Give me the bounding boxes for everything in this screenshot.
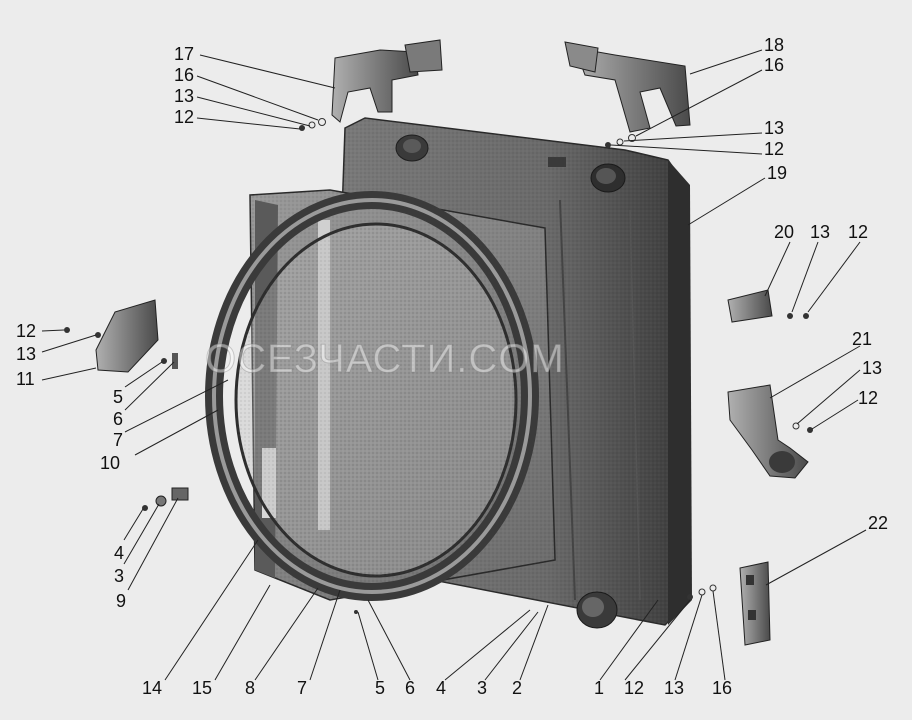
leader-10 — [134, 409, 219, 456]
leader-18 — [689, 49, 763, 75]
callout-18: 18 — [764, 35, 784, 55]
leader-11 — [41, 367, 97, 381]
bracket-17 — [331, 39, 443, 123]
callout-13d: 13 — [862, 358, 882, 378]
callout-7a: 7 — [113, 430, 123, 450]
leader-5a — [124, 361, 163, 388]
callout-10: 10 — [100, 453, 120, 473]
callout-14: 14 — [142, 678, 162, 698]
leader-6a — [124, 361, 175, 411]
callout-13b: 13 — [764, 118, 784, 138]
leader-17 — [199, 54, 336, 89]
callout-22: 22 — [868, 513, 888, 533]
leader-12d — [811, 399, 859, 430]
callout-12d: 12 — [858, 388, 878, 408]
callout-5a: 5 — [113, 387, 123, 407]
callout-12b: 12 — [764, 139, 784, 159]
leader-16a — [196, 75, 319, 121]
leader-13e — [41, 334, 97, 353]
callout-13f: 13 — [664, 678, 684, 698]
callout-6b: 6 — [405, 678, 415, 698]
bracket-21 — [727, 384, 809, 479]
callout-6a: 6 — [113, 409, 123, 429]
leader-7a — [124, 379, 229, 433]
leader-16b — [635, 69, 763, 137]
leader-4b — [444, 609, 531, 681]
leader-13d — [796, 369, 861, 425]
bracket-20 — [727, 289, 773, 323]
leader-12c — [807, 241, 861, 313]
leader-3b — [484, 611, 539, 681]
callout-12c: 12 — [848, 222, 868, 242]
callout-9: 9 — [116, 591, 126, 611]
callout-3b: 3 — [477, 678, 487, 698]
leader-5b — [357, 611, 379, 681]
leader-20 — [764, 241, 791, 297]
bracket-11 — [95, 299, 159, 373]
callout-16a: 16 — [174, 65, 194, 85]
callout-12f: 12 — [624, 678, 644, 698]
leader-16c — [712, 590, 726, 681]
callout-13a: 13 — [174, 86, 194, 106]
callout-21: 21 — [852, 329, 872, 349]
fan-ring — [205, 191, 539, 601]
callout-12e: 12 — [16, 321, 36, 341]
radiator-top-tank-inlet — [395, 134, 429, 162]
leader-14 — [164, 539, 259, 681]
leader-13c — [791, 241, 819, 313]
callout-11: 11 — [16, 369, 35, 389]
leader-22 — [765, 529, 867, 586]
leader-21 — [769, 345, 861, 399]
bracket-22 — [739, 561, 771, 646]
leader-15 — [214, 584, 271, 681]
callout-7b: 7 — [297, 678, 307, 698]
callout-12a: 12 — [174, 107, 194, 127]
callout-16b: 16 — [764, 55, 784, 75]
callout-3a: 3 — [114, 566, 124, 586]
radiator-bottom-outlet — [576, 591, 618, 629]
leader-19 — [687, 177, 766, 226]
leader-1 — [599, 599, 659, 681]
leader-3a — [123, 503, 160, 565]
leader-4a — [123, 508, 144, 541]
callout-20: 20 — [774, 222, 794, 242]
watermark-text: ОСЕЗЧАСТИ.COM — [205, 337, 565, 381]
radiator-filler-neck — [548, 157, 626, 193]
leader-12f — [624, 599, 691, 681]
leader-12a — [196, 117, 301, 130]
callout-4b: 4 — [436, 678, 446, 698]
leader-2 — [519, 604, 549, 681]
leader-13f — [674, 594, 703, 681]
callout-group: 17 16 13 12 18 16 13 12 19 20 13 12 21 1… — [16, 35, 888, 698]
leader-6b — [367, 599, 411, 681]
callout-2: 2 — [512, 678, 522, 698]
callout-8: 8 — [245, 678, 255, 698]
callout-17: 17 — [174, 44, 194, 64]
callout-1: 1 — [594, 678, 604, 698]
callout-15: 15 — [192, 678, 212, 698]
leader-9 — [127, 497, 179, 591]
leader-7b — [309, 589, 341, 681]
leader-13a — [196, 96, 311, 127]
callout-13c: 13 — [810, 222, 830, 242]
leader-12e — [41, 329, 65, 332]
fasteners — [64, 118, 813, 614]
leader-8 — [254, 587, 319, 681]
leader-12b — [610, 144, 763, 155]
callout-4a: 4 — [114, 543, 124, 563]
leader-13b — [623, 132, 763, 142]
callout-19: 19 — [767, 163, 787, 183]
callout-5b: 5 — [375, 678, 385, 698]
callout-16c: 16 — [712, 678, 732, 698]
bracket-18 — [564, 41, 691, 133]
callout-13e: 13 — [16, 344, 36, 364]
